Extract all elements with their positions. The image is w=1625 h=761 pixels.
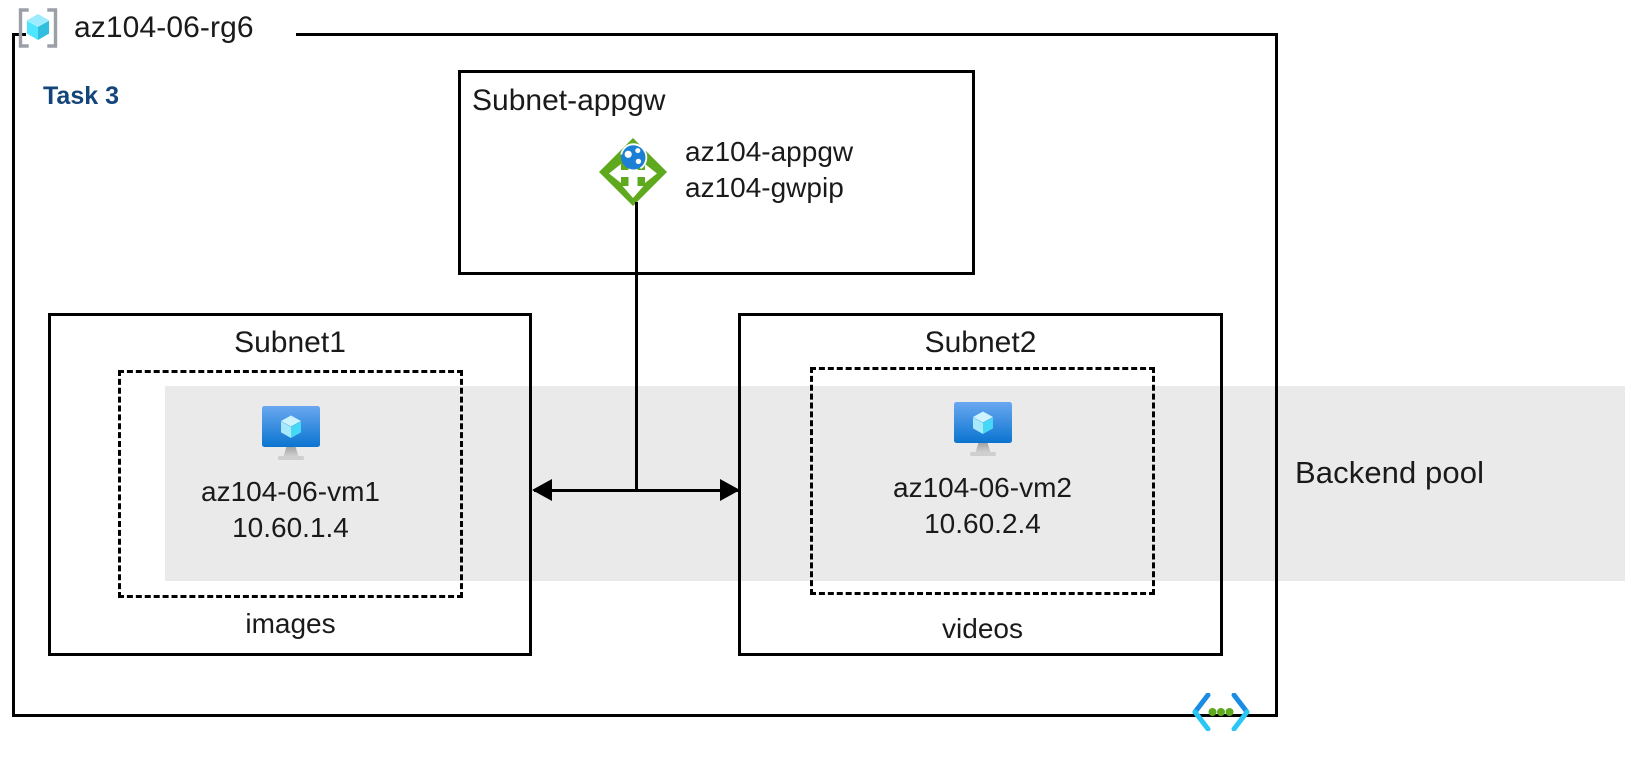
backend-pool-label: Backend pool (1295, 455, 1485, 490)
appgw-to-subnets-connector (635, 202, 638, 490)
appgw-resource-name: az104-appgw (685, 136, 854, 167)
resource-group-header: az104-06-rg6 (14, 4, 254, 52)
application-gateway-node: az104-appgw az104-gwpip (595, 134, 853, 211)
subnet1-vm-ip: 10.60.1.4 (232, 511, 349, 543)
resource-group-cube-icon (14, 4, 62, 52)
connector-arrow-left (532, 479, 552, 501)
subnet2-vm-block: az104-06-vm2 10.60.2.4 (810, 396, 1155, 542)
subnet-appgw-title: Subnet-appgw (472, 84, 666, 117)
task-label: Task 3 (43, 82, 119, 110)
subnet2-vm-ip: 10.60.2.4 (924, 507, 1041, 539)
connector-arrow-right (720, 479, 740, 501)
subnet2-title: Subnet2 (924, 326, 1037, 359)
subnet1-box (48, 313, 532, 656)
subnet1-title: Subnet1 (234, 326, 346, 359)
subnet1-vm-dashed-container (118, 370, 463, 598)
subnet-appgw-box (458, 70, 975, 275)
virtual-machine-icon (948, 396, 1018, 462)
subnet1-vm-name: az104-06-vm1 (201, 476, 380, 507)
subnet2-vm-name: az104-06-vm2 (893, 472, 1072, 503)
backend-pool-band (165, 386, 1625, 581)
subnet1-vm-block: az104-06-vm1 10.60.1.4 (118, 400, 463, 546)
resource-group-name: az104-06-rg6 (74, 11, 254, 44)
subnet1-storage-caption: images (245, 608, 336, 639)
virtual-machine-icon (256, 400, 326, 466)
appgw-publicip-name: az104-gwpip (685, 172, 844, 204)
application-gateway-labels: az104-appgw az104-gwpip (685, 134, 853, 211)
subnet2-vm-dashed-container (810, 367, 1155, 595)
resource-group-border (12, 33, 1278, 717)
virtual-network-icon (1192, 692, 1250, 732)
subnet2-storage-caption: videos (942, 613, 1023, 644)
subnet1-subnet2-connector (534, 489, 738, 492)
subnet2-box (738, 313, 1223, 656)
resource-group-header-gap (26, 22, 296, 46)
application-gateway-icon (595, 134, 671, 210)
